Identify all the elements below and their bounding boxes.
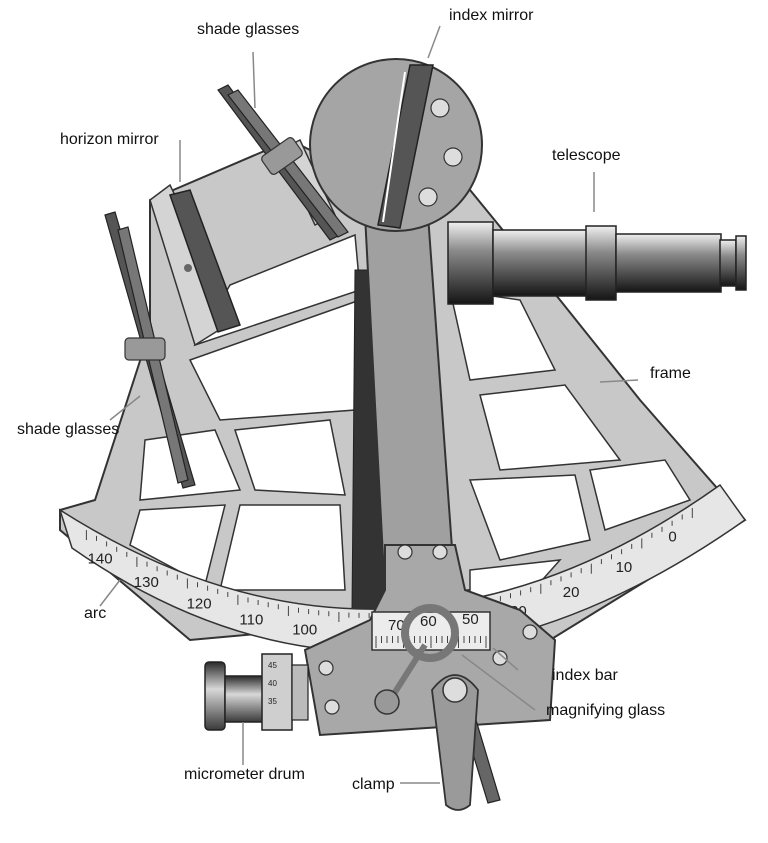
drum-number: 35 <box>268 697 277 706</box>
leader-shade-glasses-top <box>252 51 256 109</box>
leader-magnifying-glass <box>461 654 536 711</box>
leader-lines <box>99 25 639 784</box>
arc-number: 140 <box>88 551 113 568</box>
drum-number: 40 <box>268 679 277 688</box>
label-frame: frame <box>650 365 691 382</box>
arc-number: 10 <box>616 559 633 576</box>
label-shade-glasses-top: shade glasses <box>197 21 300 38</box>
label-clamp: clamp <box>352 776 395 793</box>
label-arc: arc <box>84 605 107 622</box>
micrometer-drum-assembly: 45 40 35 <box>204 653 309 731</box>
vernier-number: 70 <box>388 617 405 634</box>
label-micrometer-drum: micrometer drum <box>184 766 305 783</box>
leader-arc <box>99 579 121 607</box>
magnifying-glass-assembly <box>374 604 459 715</box>
shade-glasses-left-assembly <box>104 211 196 489</box>
leader-index-mirror <box>427 25 441 59</box>
drum-number: 45 <box>268 661 277 670</box>
arc-number: 0 <box>668 529 676 546</box>
arc-number: 110 <box>239 611 263 628</box>
leader-frame <box>599 379 639 383</box>
horizon-mirror-glass <box>169 189 241 333</box>
vernier-number: 60 <box>420 613 437 630</box>
arc-number: 100 <box>292 622 317 639</box>
leader-index-bar <box>492 647 519 671</box>
label-index-mirror: index mirror <box>449 7 534 24</box>
leader-shade-glasses-left <box>109 395 141 421</box>
shade-glasses-top-assembly <box>217 84 349 241</box>
label-shade-glasses-left: shade glasses <box>17 421 120 438</box>
arc-number: 120 <box>187 596 212 613</box>
label-telescope: telescope <box>552 147 621 164</box>
index-mirror-assembly <box>309 58 483 232</box>
clamp-assembly <box>431 674 501 811</box>
index-arm: 70 60 50 <box>303 214 557 737</box>
arc-number: 20 <box>563 584 580 601</box>
telescope-assembly <box>447 221 747 305</box>
label-index-bar: index bar <box>552 667 618 684</box>
label-horizon-mirror: horizon mirror <box>60 131 159 148</box>
vernier-number: 50 <box>462 611 479 628</box>
label-magnifying-glass: magnifying glass <box>546 702 666 719</box>
arc-number: 130 <box>134 574 159 591</box>
